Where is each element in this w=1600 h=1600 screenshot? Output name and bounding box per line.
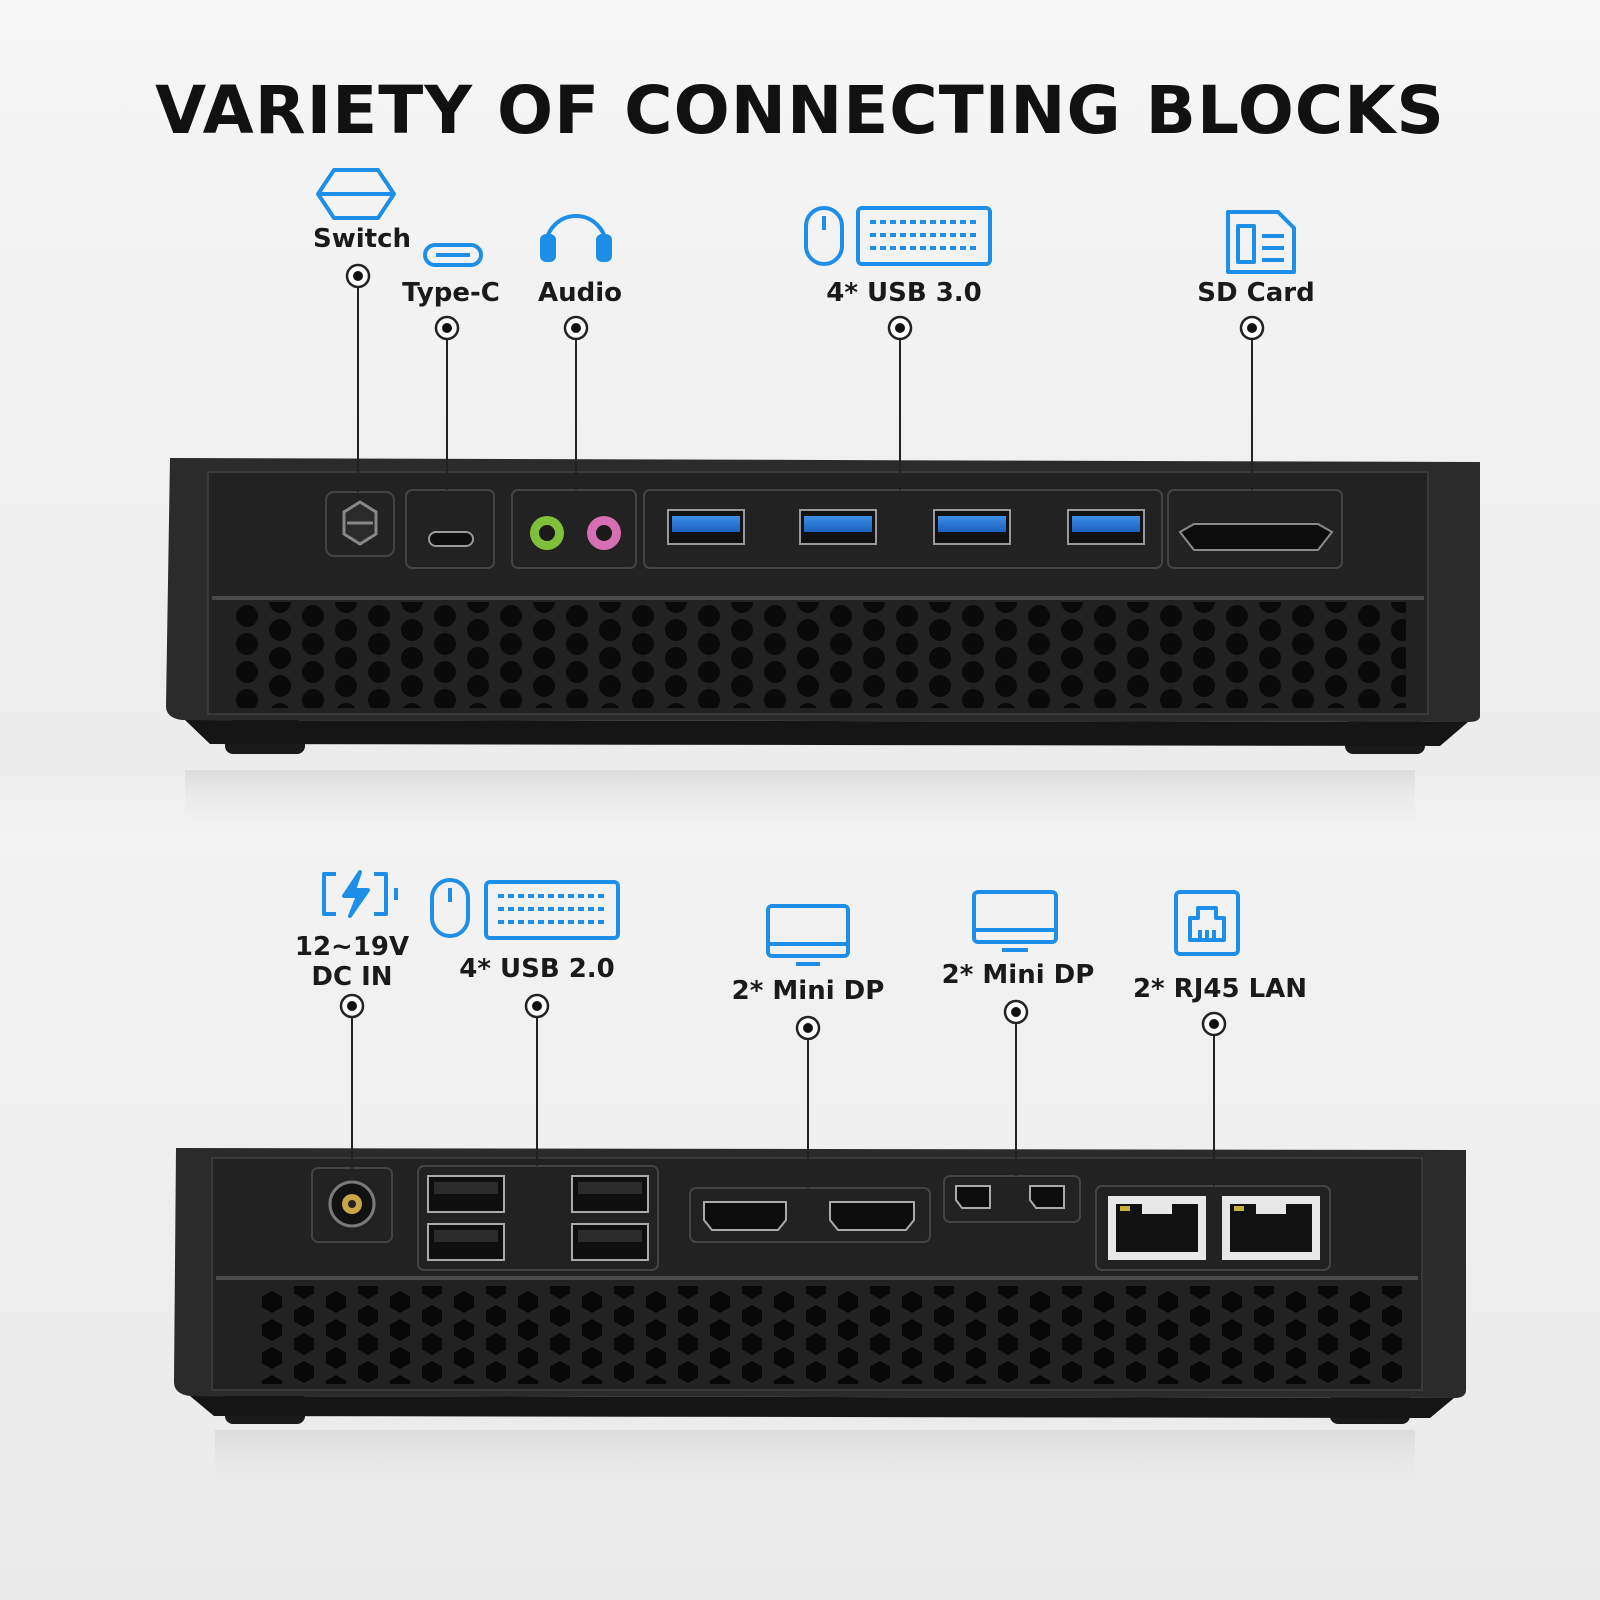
usb3-port[interactable]	[1067, 509, 1145, 545]
display-port[interactable]	[829, 1201, 915, 1231]
chassis-base	[185, 720, 1468, 746]
top-callouts	[357, 276, 1253, 492]
keyboard-icon	[856, 206, 992, 266]
type-c-port[interactable]	[428, 531, 474, 547]
display-port[interactable]	[703, 1201, 787, 1231]
mouse-icon	[804, 206, 844, 266]
label-mini-dp-1: 2* Mini DP	[731, 976, 885, 1006]
top-device	[166, 458, 1480, 830]
vent-grille	[230, 602, 1406, 708]
monitor-icon	[972, 890, 1058, 952]
mouse-icon	[430, 878, 470, 938]
page-title: VARIETY OF CONNECTING BLOCKS	[155, 72, 1445, 149]
ethernet-port-icon	[1174, 890, 1240, 956]
mini-dp-port[interactable]	[955, 1185, 991, 1209]
switch-icon	[316, 168, 396, 220]
monitor-icon	[766, 904, 850, 966]
usb3-port[interactable]	[799, 509, 877, 545]
usb2-port[interactable]	[427, 1223, 505, 1261]
switch-port-frame	[325, 491, 395, 557]
label-switch: Switch	[312, 224, 412, 254]
headphones-icon	[540, 214, 612, 262]
top-reflection	[185, 770, 1415, 830]
label-dc-in-voltage: 12~19V	[294, 932, 410, 962]
bottom-callout-markers	[339, 993, 1227, 1041]
label-usb30: 4* USB 3.0	[826, 278, 982, 308]
rj45-port[interactable]	[1108, 1196, 1206, 1260]
label-dc-in: DC IN	[311, 962, 393, 992]
bottom-callouts	[351, 1006, 1215, 1188]
usb2-port[interactable]	[427, 1175, 505, 1213]
bottom-device	[174, 1148, 1466, 1500]
usb3-port[interactable]	[933, 509, 1011, 545]
rj45-port[interactable]	[1222, 1196, 1320, 1260]
label-audio: Audio	[537, 278, 623, 308]
mini-dp-port[interactable]	[1029, 1185, 1065, 1209]
chassis-base	[190, 1396, 1454, 1418]
usb3-port[interactable]	[667, 509, 745, 545]
label-rj45: 2* RJ45 LAN	[1132, 974, 1308, 1004]
usb2-port[interactable]	[571, 1223, 649, 1261]
label-usb20: 4* USB 2.0	[459, 954, 615, 984]
usb2-port[interactable]	[571, 1175, 649, 1213]
divider	[212, 596, 1424, 600]
label-sd-card: SD Card	[1197, 278, 1315, 308]
top-callout-markers	[345, 263, 1265, 341]
bottom-reflection	[215, 1430, 1415, 1500]
vent-grille	[250, 1286, 1410, 1384]
battery-charging-icon	[322, 870, 398, 918]
label-type-c: Type-C	[402, 278, 500, 308]
sd-card-icon	[1226, 210, 1296, 274]
type-c-icon	[423, 243, 483, 267]
sd-card-slot[interactable]	[1178, 523, 1334, 551]
divider	[216, 1276, 1418, 1280]
label-mini-dp-2: 2* Mini DP	[941, 960, 1095, 990]
keyboard-icon	[484, 880, 620, 940]
